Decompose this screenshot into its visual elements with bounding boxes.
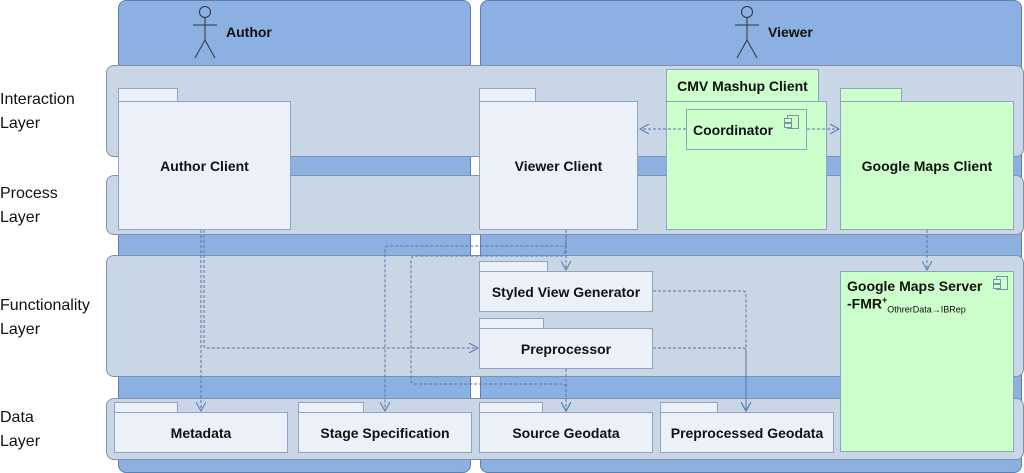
source-geodata-label: Source Geodata [512, 424, 620, 441]
author-client-label: Author Client [160, 157, 249, 174]
layer-label-functionality: Functionality Layer [0, 294, 90, 342]
layer-label-line2: Layer [0, 433, 41, 450]
cmv-mashup-client-tab: CMV Mashup Client [666, 69, 819, 102]
preprocessed-geodata-package[interactable]: Preprocessed Geodata [660, 412, 834, 453]
viewer-client-tab [479, 88, 536, 102]
metadata-package[interactable]: Metadata [114, 412, 288, 453]
layer-label-data: Data Layer [0, 406, 40, 454]
author-client-package[interactable]: Author Client [118, 101, 291, 230]
google-maps-server-fmr: -FMR+OthrerData→IBRep [847, 295, 966, 314]
styled-view-generator-label: Styled View Generator [491, 283, 641, 300]
viewer-client-label: Viewer Client [514, 157, 603, 174]
cmv-mashup-client-label: CMV Mashup Client [677, 77, 808, 94]
preprocessed-geodata-label: Preprocessed Geodata [670, 424, 824, 441]
actor-author-icon [193, 6, 217, 59]
layer-label-process: Process Layer [0, 182, 58, 230]
google-maps-server-component[interactable]: Google Maps Server -FMR+OthrerData→IBRep [840, 271, 1014, 452]
metadata-label: Metadata [170, 424, 232, 441]
layer-label-line2: Layer [0, 209, 41, 226]
layer-label-line1: Interaction [0, 91, 75, 108]
fmr-subscript: OthrerData→IBRep [887, 304, 966, 315]
coordinator-component[interactable]: Coordinator [686, 109, 807, 150]
google-maps-client-label: Google Maps Client [861, 157, 993, 174]
source-geodata-package[interactable]: Source Geodata [479, 412, 653, 453]
layer-label-line2: Layer [0, 115, 41, 132]
actor-author-label: Author [226, 24, 272, 40]
layer-label-interaction: Interaction Layer [0, 88, 75, 136]
layer-label-line1: Process [0, 185, 58, 202]
google-maps-client-tab [840, 88, 902, 102]
author-client-tab [118, 88, 178, 102]
actor-viewer-icon [735, 6, 759, 59]
stage-specification-label: Stage Specification [320, 424, 450, 441]
component-icon [993, 276, 1008, 290]
preprocessor-label: Preprocessor [520, 340, 612, 357]
layer-label-line2: Layer [0, 321, 41, 338]
styled-view-generator-package[interactable]: Styled View Generator [479, 271, 653, 312]
viewer-client-package[interactable]: Viewer Client [479, 101, 638, 230]
preprocessor-package[interactable]: Preprocessor [479, 328, 653, 369]
actor-viewer-label: Viewer [768, 24, 813, 40]
component-icon [784, 115, 799, 129]
stage-specification-package[interactable]: Stage Specification [298, 412, 472, 453]
fmr-text: -FMR [847, 295, 882, 312]
layer-label-line1: Functionality [0, 297, 90, 314]
coordinator-label: Coordinator [693, 121, 774, 138]
fmr-superscript: + [882, 295, 888, 305]
google-maps-server-title: Google Maps Server [847, 278, 983, 294]
google-maps-client-package[interactable]: Google Maps Client [840, 101, 1014, 230]
layer-label-line1: Data [0, 409, 34, 426]
